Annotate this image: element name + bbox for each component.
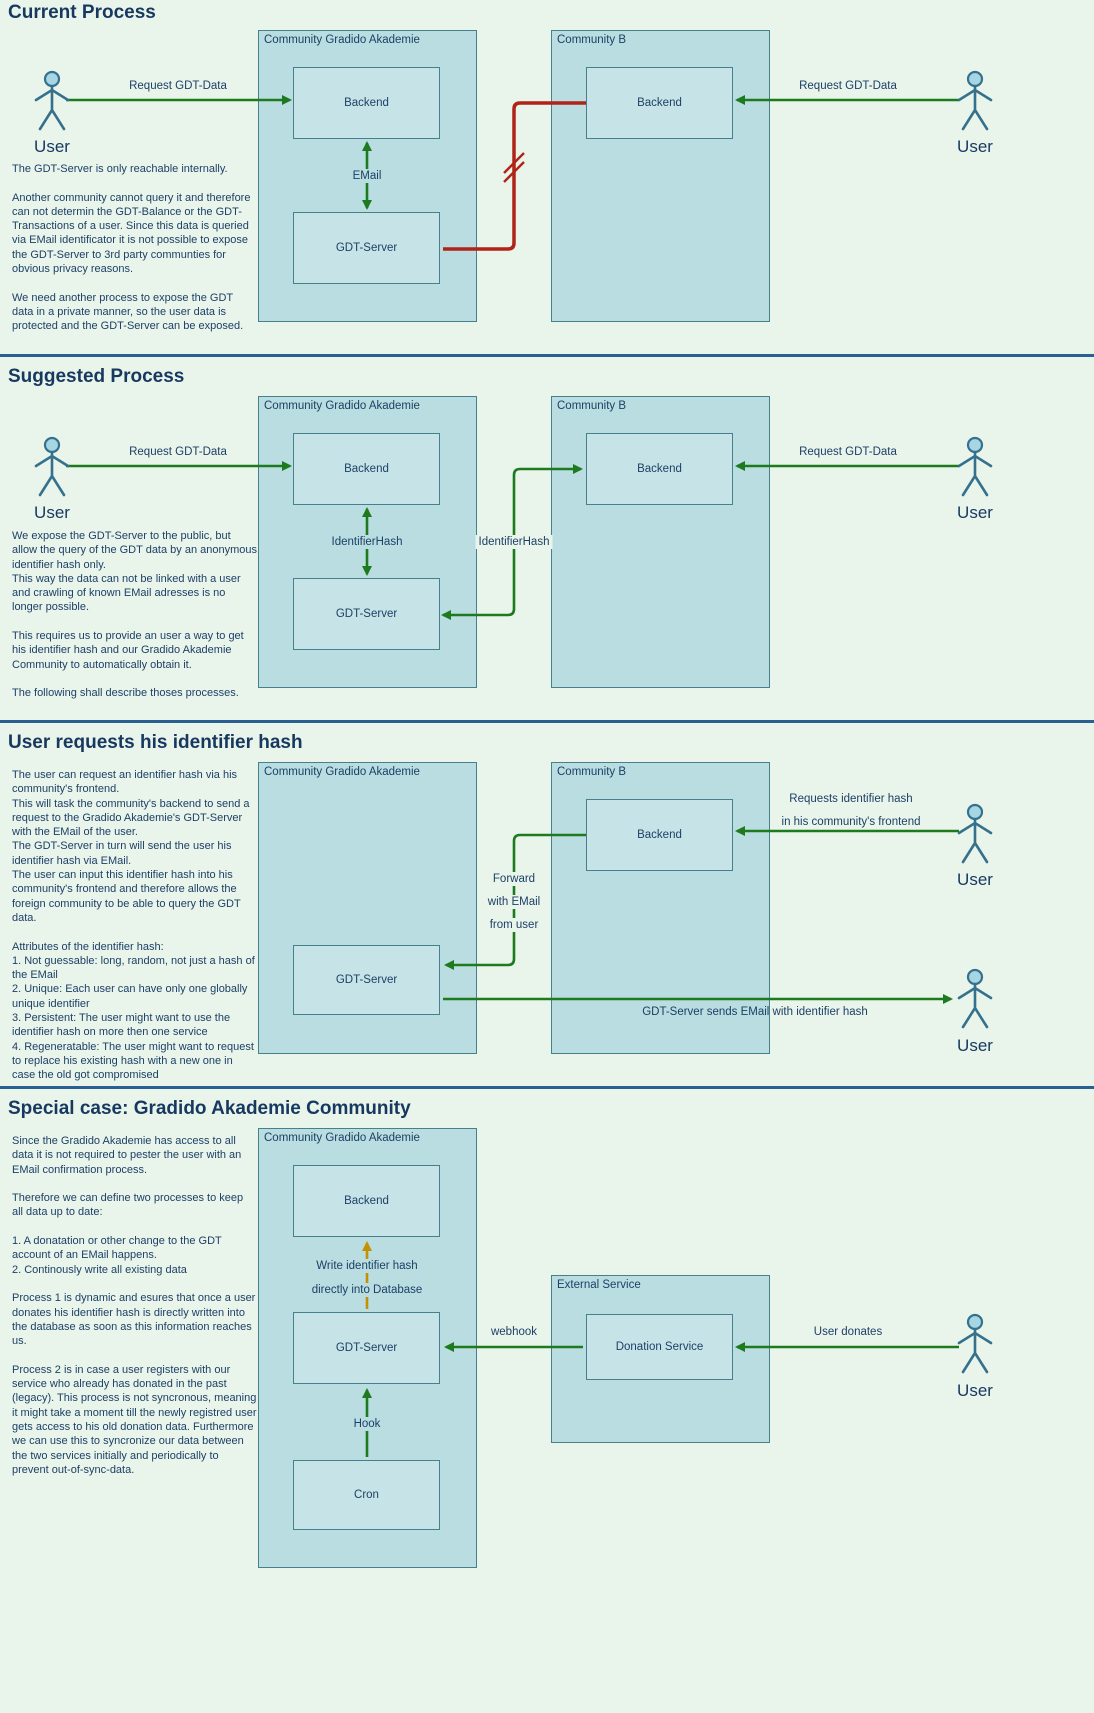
write-hash-label-line1: Write identifier hash: [313, 1259, 421, 1273]
backend-node: Backend: [293, 433, 440, 505]
write-hash-label-line2: directly into Database: [308, 1283, 426, 1297]
backend-node: Backend: [293, 67, 440, 139]
hook-connector-label: Hook: [350, 1417, 384, 1431]
backend-node: Backend: [586, 799, 733, 871]
arrow-label-request-gdt-data: Request GDT-Data: [799, 80, 897, 92]
user-label: User: [957, 870, 993, 889]
node-label: Backend: [637, 463, 682, 475]
gdt-server-node: GDT-Server: [293, 212, 440, 284]
section-description: The GDT-Server is only reachable interna…: [12, 163, 251, 333]
section-divider: [0, 720, 1094, 723]
container-label: External Service: [557, 1279, 641, 1291]
backend-node: Backend: [586, 67, 733, 139]
arrow-label-request-gdt-data: Request GDT-Data: [129, 80, 227, 92]
forward-label-line1: Forward: [489, 872, 539, 886]
cron-node: Cron: [293, 1460, 440, 1530]
section-divider: [0, 354, 1094, 357]
container-label: Community B: [557, 34, 627, 46]
user-label: User: [34, 503, 70, 522]
user-actor-icon: [957, 803, 993, 864]
connection-break-slash: [503, 161, 525, 183]
node-label: Backend: [344, 463, 389, 475]
identifierhash-connector-label: IdentifierHash: [328, 535, 406, 549]
section-title-current-process: Current Process: [8, 2, 156, 23]
container-label: Community Gradido Akademie: [264, 400, 420, 412]
container-label: Community Gradido Akademie: [264, 1132, 420, 1144]
node-label: GDT-Server: [335, 608, 398, 620]
node-label: Backend: [344, 1195, 389, 1207]
backend-node: Backend: [586, 433, 733, 505]
arrow-label-sends-email: GDT-Server sends EMail with identifier h…: [642, 1006, 868, 1018]
section-title-suggested-process: Suggested Process: [8, 366, 185, 387]
arrow-label-requests-hash-line2: in his community's frontend: [781, 816, 921, 828]
node-label: Backend: [344, 97, 389, 109]
container-label: Community Gradido Akademie: [264, 34, 420, 46]
container-label: Community B: [557, 400, 627, 412]
forward-label-line3: from user: [486, 918, 542, 932]
user-actor-icon: [957, 436, 993, 497]
section-description: We expose the GDT-Server to the public, …: [12, 530, 257, 700]
user-label: User: [957, 503, 993, 522]
node-label: Donation Service: [615, 1341, 704, 1353]
gdt-server-node: GDT-Server: [293, 945, 440, 1015]
arrow-label-requests-hash-line1: Requests identifier hash: [789, 793, 913, 805]
node-label: Backend: [637, 97, 682, 109]
node-label: GDT-Server: [335, 974, 398, 986]
container-label: Community B: [557, 766, 627, 778]
section-title-user-requests-hash: User requests his identifier hash: [8, 732, 303, 753]
user-label: User: [957, 1036, 993, 1055]
gdt-server-node: GDT-Server: [293, 1312, 440, 1384]
section-description: The user can request an identifier hash …: [12, 769, 255, 1082]
backend-node: Backend: [293, 1165, 440, 1237]
user-actor-icon: [957, 70, 993, 131]
donation-service-node: Donation Service: [586, 1314, 733, 1380]
user-label: User: [957, 1381, 993, 1400]
gdt-server-node: GDT-Server: [293, 578, 440, 650]
section-description: Since the Gradido Akademie has access to…: [12, 1135, 257, 1476]
node-label: GDT-Server: [335, 242, 398, 254]
user-actor-icon: [34, 70, 70, 131]
user-actor-icon: [957, 1313, 993, 1374]
section-divider: [0, 1086, 1094, 1089]
user-actor-icon: [957, 968, 993, 1029]
identifierhash-mid-label: IdentifierHash: [475, 535, 553, 549]
section-title-special-case: Special case: Gradido Akademie Community: [8, 1098, 411, 1119]
email-connector-label: EMail: [349, 169, 385, 183]
container-label: Community Gradido Akademie: [264, 766, 420, 778]
node-label: Cron: [354, 1489, 379, 1501]
connection-break-slash: [503, 152, 525, 174]
forward-label-line2: with EMail: [484, 895, 544, 909]
node-label: GDT-Server: [335, 1342, 398, 1354]
webhook-label: webhook: [490, 1326, 538, 1338]
node-label: Backend: [637, 829, 682, 841]
arrow-label-user-donates: User donates: [813, 1326, 883, 1338]
user-actor-icon: [34, 436, 70, 497]
arrow-label-request-gdt-data: Request GDT-Data: [799, 446, 897, 458]
user-label: User: [957, 137, 993, 156]
user-label: User: [34, 137, 70, 156]
arrow-label-request-gdt-data: Request GDT-Data: [129, 446, 227, 458]
